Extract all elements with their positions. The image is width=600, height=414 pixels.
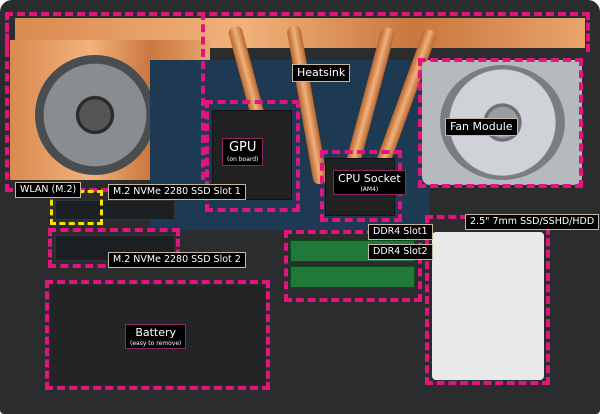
gpu-label-sub: (on board) bbox=[227, 156, 259, 164]
gpu-label-title: GPU bbox=[228, 140, 257, 155]
cpu-label-title: CPU Socket bbox=[338, 172, 401, 185]
battery-label-title: Battery bbox=[135, 326, 177, 339]
fan-module-label: Fan Module bbox=[445, 118, 518, 136]
ddr4-region bbox=[284, 230, 422, 302]
ssd-module-1 bbox=[55, 200, 175, 220]
cpu-label-sub: (AM4) bbox=[360, 185, 379, 193]
fan-module-region bbox=[418, 58, 583, 188]
battery-label-sub: (easy to remove) bbox=[130, 339, 182, 347]
ram-module-2 bbox=[290, 266, 415, 288]
left-fan-region bbox=[5, 12, 205, 192]
hdd-drive bbox=[432, 232, 544, 380]
wlan-label: WLAN (M.2) bbox=[15, 182, 82, 198]
left-fan bbox=[35, 55, 155, 175]
battery-label: Battery (easy to remove) bbox=[125, 324, 187, 350]
cpu-socket-label: CPU Socket (AM4) bbox=[333, 170, 406, 196]
ssd-slot2-label: M.2 NVMe 2280 SSD Slot 2 bbox=[108, 252, 246, 268]
heatsink-label: Heatsink bbox=[292, 64, 351, 82]
ddr4-slot1-label: DDR4 Slot1 bbox=[368, 224, 433, 240]
battery-region bbox=[45, 280, 270, 390]
gpu-label: GPU (on board) bbox=[222, 138, 264, 166]
gpu-region bbox=[205, 100, 300, 212]
hdd-bay-label: 2.5" 7mm SSD/SSHD/HDD bbox=[465, 214, 600, 230]
ddr4-slot2-label: DDR4 Slot2 bbox=[368, 244, 433, 260]
ssd-slot1-label: M.2 NVMe 2280 SSD Slot 1 bbox=[108, 184, 246, 200]
hdd-region bbox=[425, 215, 550, 385]
